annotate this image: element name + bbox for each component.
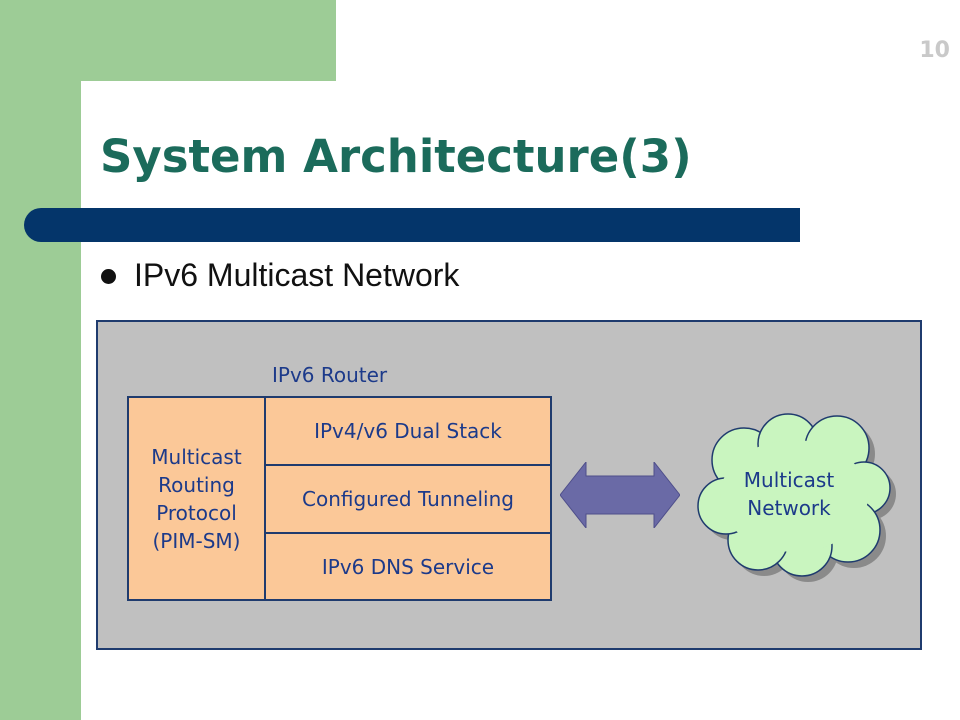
cloud-label: Multicast Network [743, 468, 835, 520]
dual-stack-box: IPv4/v6 Dual Stack [264, 396, 552, 466]
bullet-text: IPv6 Multicast Network [134, 257, 460, 293]
cloud-icon [697, 413, 896, 582]
multicast-routing-protocol-box: Multicast Routing Protocol (PIM-SM) [127, 396, 266, 601]
title-underline-bar [24, 208, 800, 242]
green-left-band [0, 0, 81, 720]
page-number: 10 [919, 38, 950, 63]
double-arrow-icon [560, 462, 680, 528]
configured-tunneling-box: Configured Tunneling [264, 464, 552, 534]
router-label: IPv6 Router [272, 363, 388, 387]
slide-title: System Architecture(3) [100, 130, 692, 183]
dns-service-box: IPv6 DNS Service [264, 532, 552, 601]
bullet-dot [101, 269, 116, 284]
